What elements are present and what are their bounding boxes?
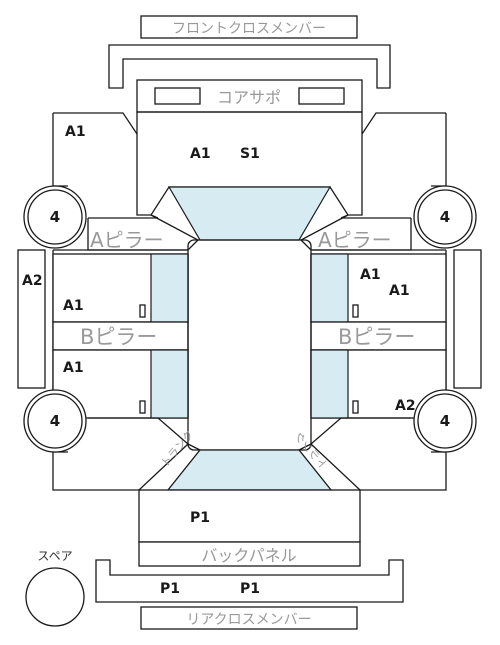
headlight-left[interactable] (154, 87, 201, 105)
a-pillar-left-label: Aピラー (90, 228, 164, 252)
spare-label: スペア (37, 549, 72, 563)
windshield[interactable] (167, 186, 332, 241)
left-side-sill[interactable] (17, 249, 46, 389)
front-cross-member-label: フロントクロスメンバー (172, 21, 326, 37)
rear-left-handle[interactable] (139, 400, 146, 414)
front-left-fender-code: A1 (65, 124, 86, 140)
tire-rear-right-value: 4 (440, 412, 450, 430)
core-support-label: コアサポ (217, 88, 281, 107)
b-pillar-left-box[interactable] (52, 321, 189, 351)
tire-front-right-value: 4 (440, 208, 450, 226)
back-panel-label: バックパネル (201, 546, 296, 565)
hood-code-left: A1 (190, 146, 211, 162)
tire-front-left-value: 4 (50, 208, 60, 226)
rear-left-door-code: A1 (63, 360, 84, 376)
tire-front-left[interactable]: 4 (23, 185, 87, 249)
spare-tire[interactable] (25, 567, 85, 627)
rear-bumper[interactable] (95, 559, 404, 603)
rear-bumper-code-right: P1 (240, 581, 260, 597)
headlight-right[interactable] (298, 87, 345, 105)
b-pillar-right-label: Bピラー (338, 325, 415, 349)
front-left-window[interactable] (150, 253, 189, 323)
front-left-handle[interactable] (139, 304, 146, 318)
tire-rear-left-value: 4 (50, 412, 60, 430)
front-bumper[interactable] (108, 44, 391, 89)
trunk-lid-code: P1 (190, 510, 210, 526)
front-right-door-code-2: A1 (389, 283, 410, 299)
rear-cross-member-label: リアクロスメンバー (186, 612, 311, 628)
roof[interactable] (187, 239, 312, 451)
tire-rear-right[interactable]: 4 (413, 389, 477, 453)
front-right-handle[interactable] (352, 304, 359, 318)
front-right-window[interactable] (310, 253, 349, 323)
hood-code-right: S1 (240, 146, 260, 162)
front-right-door-code-1: A1 (360, 267, 381, 283)
back-panel-box[interactable] (138, 541, 361, 567)
tire-rear-left[interactable]: 4 (23, 389, 87, 453)
left-side-sill-code: A2 (22, 273, 43, 289)
front-left-door-code: A1 (63, 298, 84, 314)
rear-right-window[interactable] (310, 349, 349, 419)
rear-left-window[interactable] (150, 349, 189, 419)
rear-bumper-code-left: P1 (160, 581, 180, 597)
rear-right-handle[interactable] (352, 400, 359, 414)
trunk-lid[interactable] (138, 489, 361, 543)
front-cross-member-box[interactable] (140, 15, 358, 39)
right-side-sill[interactable] (453, 249, 482, 389)
rear-right-quarter-code: A2 (395, 398, 416, 414)
tire-front-right[interactable]: 4 (413, 185, 477, 249)
b-pillar-left-label: Bピラー (80, 325, 157, 349)
a-pillar-right-label: Aピラー (318, 228, 392, 252)
rear-cross-member-box[interactable] (140, 606, 358, 630)
